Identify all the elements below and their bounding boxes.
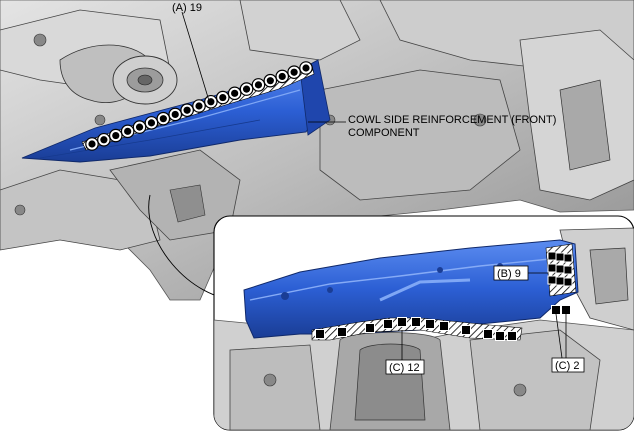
spot-weld-round-core — [183, 106, 191, 114]
spot-weld-square-icon — [338, 328, 346, 336]
spot-weld-round-core — [278, 72, 286, 81]
spot-weld-square-icon — [440, 322, 448, 330]
spot-weld-square-icon — [552, 306, 560, 314]
spot-weld-square-icon — [548, 252, 556, 260]
spot-weld-round-core — [302, 64, 310, 72]
spot-weld-round-core — [124, 127, 132, 135]
spot-weld-round-core — [231, 89, 239, 97]
spot-weld-square-icon — [562, 306, 570, 314]
detail-inset: (B) 9 (C) 12 (C) 2 — [213, 215, 634, 431]
spot-weld-square-icon — [412, 318, 420, 326]
vehicle-body-shell — [0, 0, 634, 301]
spot-weld-square-icon — [398, 318, 406, 326]
spot-weld-square-icon — [384, 320, 392, 328]
spot-welds-c-12 — [315, 317, 517, 341]
spot-weld-square-icon — [496, 332, 504, 340]
spot-weld-square-icon — [564, 278, 572, 286]
spot-weld-round-core — [290, 68, 298, 76]
spot-welds-b — [547, 251, 573, 287]
spot-weld-square-icon — [426, 320, 434, 328]
spot-weld-round-core — [219, 93, 227, 102]
callout-a: (A) 19 — [172, 2, 211, 105]
spot-weld-round-core — [242, 85, 251, 93]
component-label-line2: COMPONENT — [348, 127, 420, 139]
callout-b: (B) 9 — [493, 265, 548, 281]
spot-weld-square-icon — [556, 277, 564, 285]
spot-weld-round-core — [171, 110, 179, 119]
spot-weld-round-core — [159, 115, 167, 123]
spot-weld-round-core — [254, 81, 263, 89]
spot-weld-square-icon — [484, 330, 492, 338]
spot-weld-square-icon — [556, 265, 564, 273]
spot-weld-square-icon — [366, 324, 374, 332]
spot-weld-square-icon — [564, 266, 572, 274]
component-label-line1: COWL SIDE REINFORCEMENT (FRONT) — [348, 114, 556, 126]
spot-weld-round-core — [195, 102, 203, 110]
callout-c2: (C) 2 — [551, 313, 585, 373]
spot-weld-round-core — [135, 123, 144, 131]
spot-weld-square-icon — [548, 276, 556, 284]
spot-weld-round-core — [88, 140, 96, 148]
spot-weld-round-core — [100, 136, 108, 144]
callout-c12: (C) 12 — [385, 330, 425, 375]
callout-b-label: (B) 9 — [497, 268, 521, 280]
spot-weld-square-icon — [462, 326, 470, 334]
spot-welds-c-2 — [551, 305, 571, 315]
spot-weld-square-icon — [508, 332, 516, 340]
spot-weld-round-core — [112, 131, 120, 140]
spot-weld-round-core — [266, 77, 274, 85]
spot-weld-square-icon — [556, 253, 564, 261]
callout-a-label: (A) 19 — [172, 2, 202, 14]
spot-weld-square-icon — [548, 264, 556, 272]
callout-c12-label: (C) 12 — [389, 362, 420, 374]
callout-c2-label: (C) 2 — [555, 360, 579, 372]
spot-weld-square-icon — [564, 254, 572, 262]
spot-welds-a — [85, 61, 313, 151]
component-label: COWL SIDE REINFORCEMENT (FRONT) COMPONEN… — [308, 114, 556, 139]
spot-weld-round-core — [147, 119, 156, 127]
spot-weld-square-icon — [316, 330, 324, 338]
